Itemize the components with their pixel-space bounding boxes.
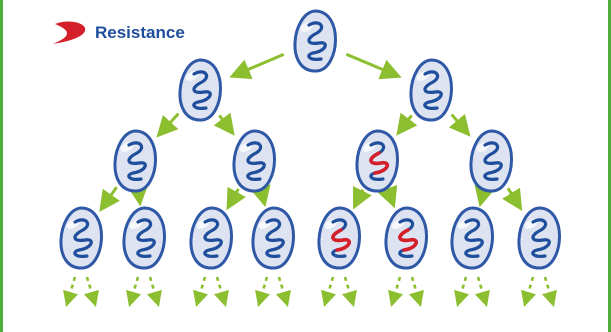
cell-membrane	[450, 206, 494, 270]
continuation-arrow	[454, 276, 470, 307]
dna-strand	[531, 218, 551, 258]
dna-strand	[265, 218, 285, 258]
bacterium-cell	[178, 58, 222, 122]
continuation-arrow	[255, 276, 271, 307]
resistance-gene-marker	[369, 151, 389, 175]
bacterial-division-tree: Resistance	[53, 9, 561, 307]
division-arrow	[229, 52, 285, 79]
division-arrow	[156, 112, 180, 138]
resistance-marker-icon	[53, 21, 86, 44]
legend: Resistance	[53, 21, 185, 44]
cell-membrane	[122, 206, 166, 270]
cell-membrane	[469, 129, 513, 193]
cell-membrane	[113, 129, 157, 193]
division-arrow	[448, 113, 471, 137]
continuation-arrow	[213, 276, 229, 307]
bacterium-cell	[122, 206, 166, 270]
division-arrow	[99, 186, 120, 212]
continuation-arrow	[341, 276, 357, 307]
dna-strand	[136, 218, 156, 258]
division-arrow	[127, 184, 149, 207]
continuation-arrow	[126, 276, 142, 307]
resistance-gene-marker	[331, 228, 351, 252]
continuation-arrow	[146, 276, 162, 307]
dna-strand	[464, 218, 484, 258]
division-arrow	[226, 186, 246, 211]
cell-membrane	[409, 58, 453, 122]
continuation-arrow	[408, 276, 424, 307]
cell-membrane	[59, 206, 103, 270]
division-arrows	[63, 52, 557, 307]
dna-strand	[307, 21, 327, 61]
division-arrow	[213, 112, 235, 136]
cell-membrane	[189, 206, 233, 270]
dna-strand	[73, 218, 93, 258]
continuation-arrow	[193, 276, 209, 307]
dna-strand	[246, 141, 266, 181]
continuation-arrow	[63, 276, 79, 307]
bacterium-cell	[189, 206, 233, 270]
bacterium-cell	[251, 206, 295, 270]
resistant-bacterium-cell	[384, 206, 428, 270]
cell-membrane	[517, 206, 561, 270]
dna-strand	[127, 141, 147, 181]
continuation-arrow	[275, 276, 291, 307]
division-arrow	[345, 52, 402, 80]
bacterium-cell	[409, 58, 453, 122]
bacterium-cell	[450, 206, 494, 270]
cell-membrane	[251, 206, 295, 270]
resistant-bacterium-cell	[355, 129, 399, 193]
bacterium-cell	[113, 129, 157, 193]
cell-membrane	[384, 206, 428, 270]
continuation-arrow	[83, 276, 99, 307]
cell-membrane	[355, 129, 399, 193]
cell-membrane	[293, 9, 337, 73]
division-arrow	[377, 184, 398, 209]
continuation-arrow	[388, 276, 404, 307]
legend-label: Resistance	[95, 23, 185, 42]
division-arrow	[502, 187, 523, 212]
division-arrow	[352, 186, 372, 210]
bacterium-cell	[59, 206, 103, 270]
division-arrow	[396, 112, 418, 136]
cell-membrane	[317, 206, 361, 270]
resistance-gene-marker	[398, 228, 418, 252]
cell-membrane	[178, 58, 222, 122]
cell-membrane	[232, 129, 276, 193]
continuation-arrow	[541, 276, 557, 307]
continuation-arrow	[474, 276, 490, 307]
division-arrow	[474, 184, 495, 208]
resistant-bacterium-cell	[317, 206, 361, 270]
dna-strand	[203, 218, 223, 258]
dna-strand	[423, 70, 443, 110]
continuation-arrow	[321, 276, 337, 307]
bacteria-cells	[59, 9, 561, 270]
bacterium-cell	[293, 9, 337, 73]
bacterium-cell	[469, 129, 513, 193]
dna-strand	[483, 141, 503, 181]
division-arrow	[250, 184, 271, 208]
continuation-arrow	[521, 276, 537, 307]
bacterium-cell	[232, 129, 276, 193]
dna-strand	[192, 70, 212, 110]
bacterium-cell	[517, 206, 561, 270]
